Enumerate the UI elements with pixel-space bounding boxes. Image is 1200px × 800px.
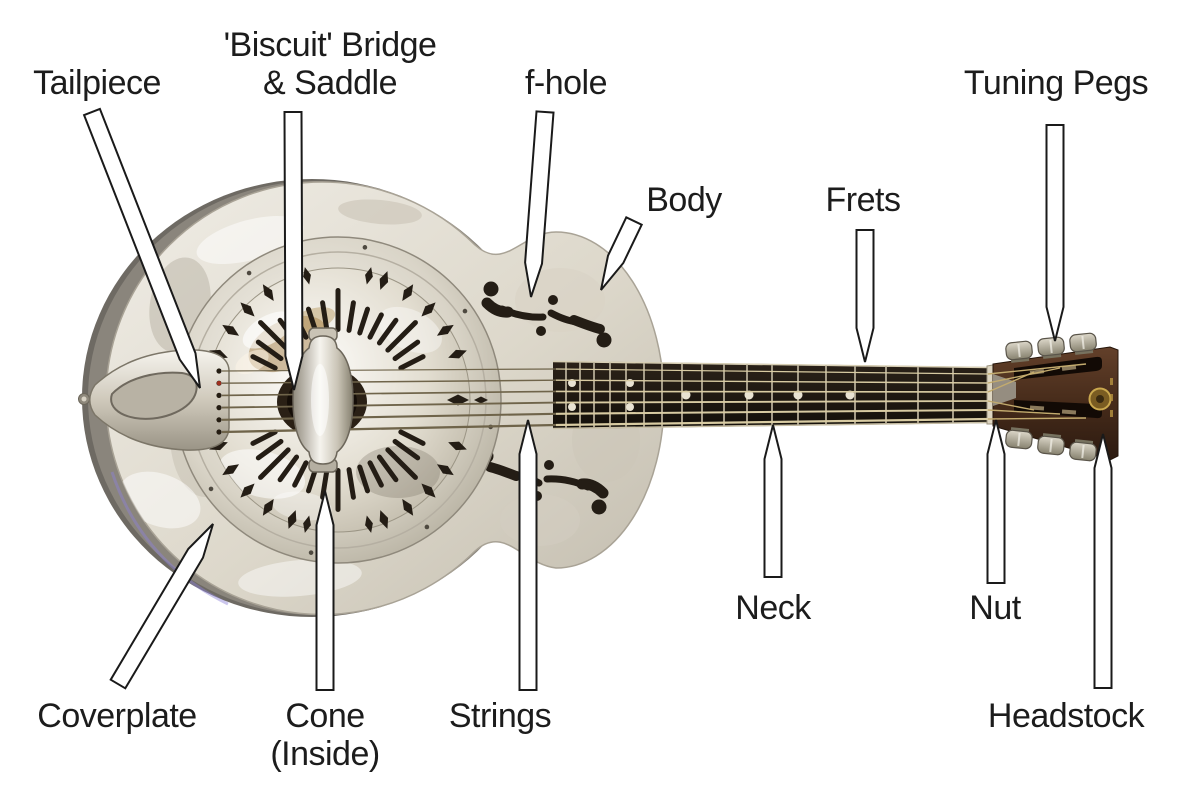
label-neck: Neck (735, 589, 811, 627)
tuning-peg-button (1005, 340, 1033, 363)
headstock (992, 332, 1119, 462)
tuning-peg-button (1005, 427, 1033, 450)
label-body: Body (646, 181, 722, 219)
label-tuning-pegs: Tuning Pegs (963, 64, 1149, 102)
tuning-peg-button (1069, 439, 1097, 462)
biscuit-arrow (283, 111, 304, 391)
tuning-pegs (1005, 332, 1097, 462)
tuning-peg-button (1069, 332, 1097, 355)
headstock-arrow (1093, 433, 1113, 689)
tuning-pegs-arrow (1045, 124, 1065, 342)
label-biscuit-bridge: 'Biscuit' Bridge & Saddle (223, 26, 437, 102)
headstock-logo (1088, 378, 1113, 417)
coverplate-arrow (109, 523, 214, 690)
label-strings: Strings (448, 697, 552, 735)
f-hole-arrow (524, 110, 555, 298)
label-nut: Nut (969, 589, 1021, 627)
label-f-hole: f-hole (524, 64, 608, 102)
cone-arrow (315, 490, 335, 691)
label-cone-inside: Cone (Inside) (270, 697, 380, 773)
tuning-peg-button (1037, 433, 1065, 456)
label-frets: Frets (825, 181, 901, 219)
headstock-slot-lower (1014, 400, 1102, 419)
f-hole-upper (481, 281, 612, 348)
label-headstock: Headstock (987, 697, 1145, 735)
frets-arrow (855, 229, 875, 363)
label-coverplate: Coverplate (37, 697, 197, 735)
tuning-peg-button (1037, 336, 1065, 359)
body-arrow (600, 215, 644, 291)
label-tailpiece: Tailpiece (33, 64, 161, 102)
strings-arrow (518, 419, 538, 691)
tailpiece-arrow (82, 107, 201, 389)
string-anchors (216, 368, 222, 435)
nut-arrow (986, 419, 1006, 584)
strings (221, 363, 1087, 434)
neck-arrow (763, 424, 783, 578)
biscuit-bridge-cover (292, 327, 354, 473)
